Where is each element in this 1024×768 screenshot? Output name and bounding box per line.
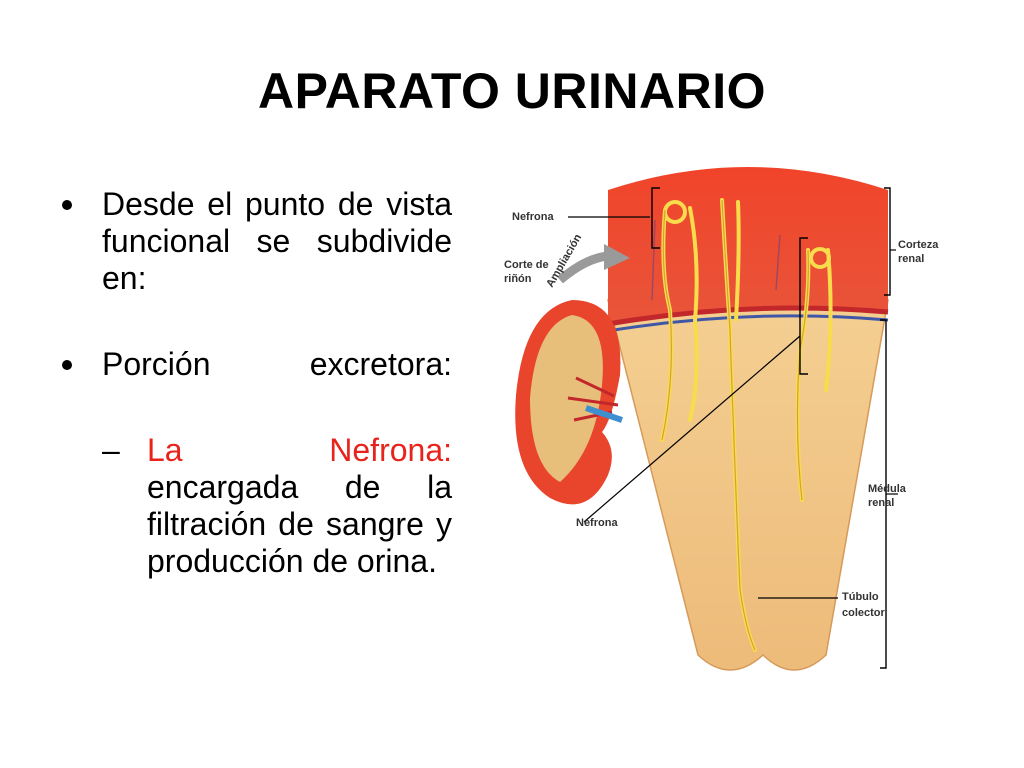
arcuate-vessel xyxy=(607,314,889,333)
cortex-band xyxy=(608,167,888,322)
bullet-icon xyxy=(62,360,72,370)
label-corte-line2: riñón xyxy=(504,273,532,285)
dash-icon: – xyxy=(102,432,120,468)
bullet-item: Porción excretora: xyxy=(62,346,452,420)
bullet-text: Porción excretora: xyxy=(102,346,452,382)
sub-bullet-text: encargada de la filtración de sangre y p… xyxy=(147,469,452,579)
bullet-text: Desde el punto de vista funcional se sub… xyxy=(102,186,452,296)
bullet-icon xyxy=(62,200,72,210)
kidney-diagram: Nefrona Corte de riñón Ampliación Cortez… xyxy=(504,167,939,671)
label-nefrona-bottom: Nefrona xyxy=(576,517,618,529)
kidney-section-icon xyxy=(515,300,623,505)
label-corteza-line1: Corteza xyxy=(898,239,939,251)
label-medula-line1: Médula xyxy=(868,483,907,495)
label-nefrona-top: Nefrona xyxy=(512,211,554,223)
label-medula-line2: renal xyxy=(868,497,894,509)
bullet-item: Desde el punto de vista funcional se sub… xyxy=(62,186,452,334)
sub-bullet-highlight: La Nefrona: xyxy=(147,432,452,468)
slide-title: APARATO URINARIO xyxy=(258,63,766,119)
slide-body: Desde el punto de vista funcional se sub… xyxy=(62,186,452,580)
medulla-wedge xyxy=(607,299,889,671)
label-tubulo-line2: colector xyxy=(842,607,886,619)
arcuate-vessel xyxy=(607,305,889,327)
label-corteza-line2: renal xyxy=(898,253,924,265)
label-tubulo-line1: Túbulo xyxy=(842,591,879,603)
sub-bullet-item: – La Nefrona: encargada de la filtración… xyxy=(62,432,452,580)
label-corte-line1: Corte de xyxy=(504,259,549,271)
